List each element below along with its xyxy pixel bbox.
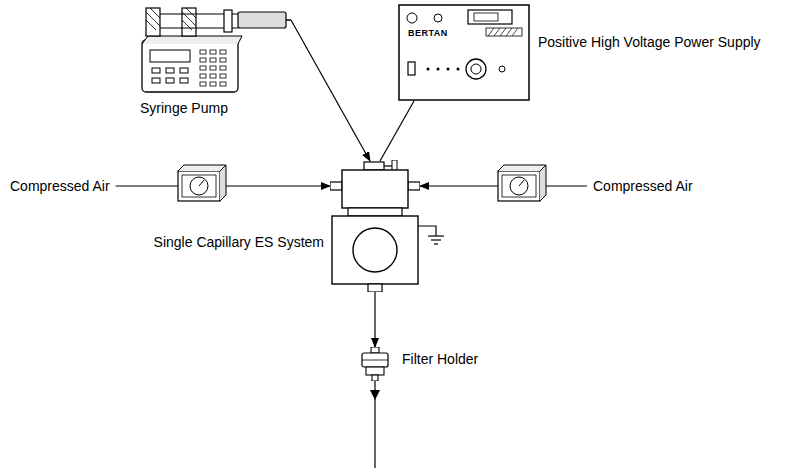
brand-label: BERTAN: [408, 28, 448, 39]
filter-holder-drawing: [360, 347, 390, 381]
connector: [291, 20, 370, 161]
flow-meter: [498, 165, 546, 201]
power-supply: Positive High Voltage Power SupplyBERTAN: [398, 4, 530, 101]
node-label: Single Capillary ES System: [154, 234, 324, 250]
syringe-pump: Syringe Pump: [138, 0, 298, 95]
filter-holder: Filter Holder: [360, 347, 390, 381]
power-supply-drawing: [398, 4, 530, 101]
node-label: Compressed Air: [593, 178, 693, 194]
electrospray-device-drawing: [330, 160, 420, 292]
node-label: Syringe Pump: [140, 100, 228, 116]
electrospray-system: Single Capillary ES System: [330, 160, 420, 292]
syringe-pump-drawing: [138, 0, 298, 95]
node-label: Compressed Air: [10, 178, 110, 194]
node-label: Filter Holder: [402, 351, 478, 367]
ground-symbol: [418, 226, 444, 244]
outlet-arrow: [370, 381, 380, 468]
connector: [374, 292, 375, 347]
flow-meter: [178, 165, 226, 201]
node-label: Positive High Voltage Power Supply: [538, 34, 761, 50]
air-source: Compressed Air: [593, 178, 693, 194]
connector: [380, 101, 414, 161]
air-source: Compressed Air: [10, 178, 110, 194]
